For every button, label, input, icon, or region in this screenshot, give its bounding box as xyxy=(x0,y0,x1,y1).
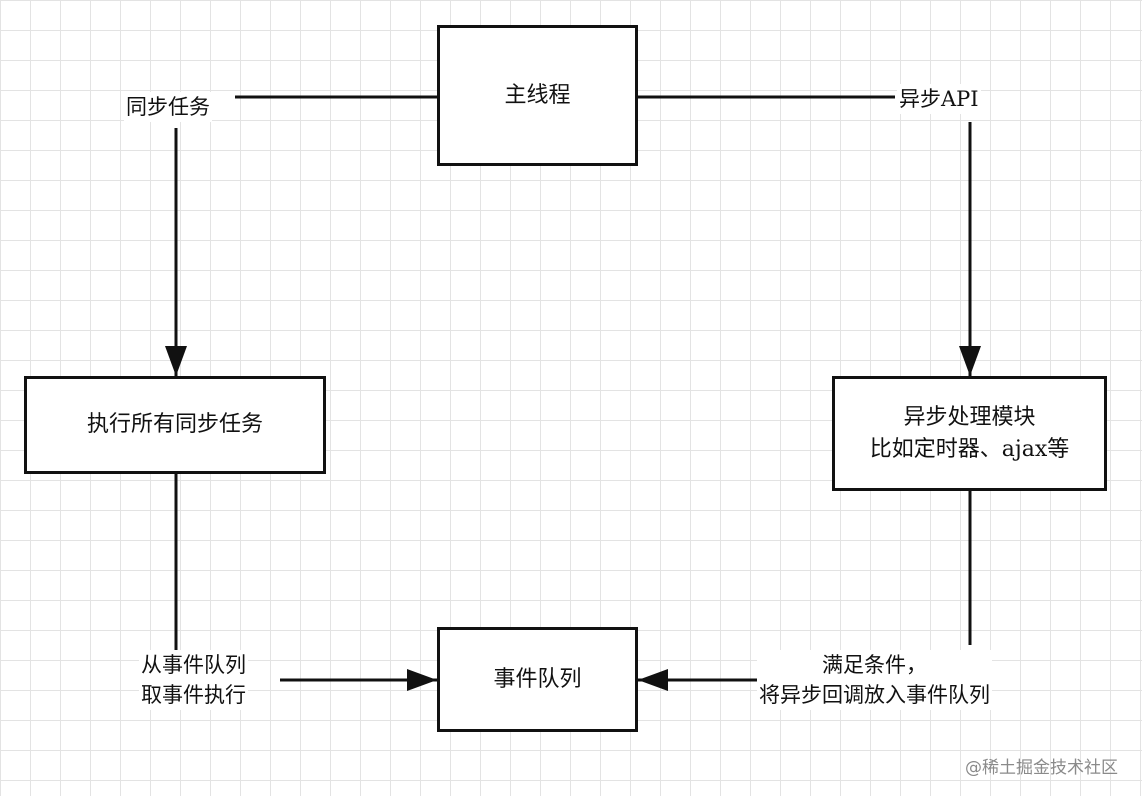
async-module-line-2: 比如定时器、ajax等 xyxy=(869,436,1070,462)
main-thread-node: 主线程 xyxy=(437,25,638,166)
arrowhead-async-to-module xyxy=(959,346,981,376)
take-event-line-1: 从事件队列 xyxy=(141,653,246,677)
take-event-label: 从事件队列 取事件执行 xyxy=(139,650,248,710)
async-api-label: 异步API xyxy=(897,84,981,114)
arrowhead-take-to-queue xyxy=(407,669,437,691)
arrowhead-sync-to-exec xyxy=(165,346,187,376)
arrowhead-condition-to-queue xyxy=(638,669,668,691)
take-event-line-2: 取事件执行 xyxy=(141,683,246,707)
condition-met-label: 满足条件， 将异步回调放入事件队列 xyxy=(757,650,992,710)
condition-met-line-2: 将异步回调放入事件队列 xyxy=(759,683,990,707)
watermark: @稀土掘金技术社区 xyxy=(965,758,1118,778)
sync-tasks-label: 同步任务 xyxy=(124,92,212,122)
exec-sync-label: 执行所有同步任务 xyxy=(86,412,263,437)
async-module-line-1: 异步处理模块 xyxy=(903,404,1036,430)
main-thread-label: 主线程 xyxy=(504,82,571,108)
condition-met-line-1: 满足条件， xyxy=(822,653,927,677)
async-module-node: 异步处理模块 比如定时器、ajax等 xyxy=(832,376,1107,491)
event-queue-node: 事件队列 xyxy=(437,627,638,732)
exec-sync-node: 执行所有同步任务 xyxy=(24,376,326,474)
event-queue-label: 事件队列 xyxy=(493,666,582,692)
